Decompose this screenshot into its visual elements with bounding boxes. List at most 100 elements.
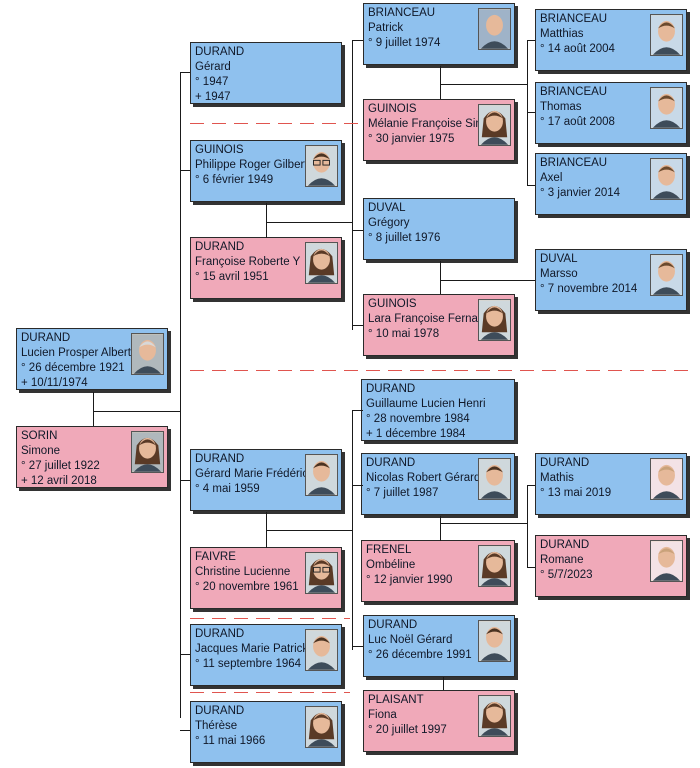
woman-portrait-photo	[478, 104, 511, 146]
person-surname: BRIANCEAU	[368, 7, 436, 19]
person-surname: DUVAL	[368, 202, 406, 214]
person-surname: BRIANCEAU	[540, 86, 608, 98]
connector-line	[93, 411, 181, 412]
person-surname: SORIN	[21, 430, 58, 442]
person-surname: DURAND	[195, 46, 245, 58]
boy-portrait-photo	[650, 14, 683, 56]
connector-line	[352, 410, 363, 411]
man-glasses-portrait-photo	[305, 145, 338, 187]
generation-separator	[190, 692, 350, 693]
young-woman-portrait-photo	[478, 695, 511, 737]
person-died: + 10/11/1974	[21, 377, 88, 389]
person-surname: BRIANCEAU	[540, 157, 608, 169]
baby-portrait-photo	[650, 540, 683, 582]
boy-portrait-photo	[650, 87, 683, 129]
person-born: ° 8 juillet 1976	[368, 232, 441, 244]
person-born: ° 3 janvier 2014	[540, 187, 621, 199]
connector-line	[352, 325, 363, 326]
connector-line	[527, 112, 535, 113]
young-man-portrait-photo	[478, 458, 511, 500]
person-given: Romane	[540, 554, 584, 566]
child-portrait-photo	[650, 158, 683, 200]
children-bracket	[527, 485, 528, 567]
person-born: ° 11 septembre 1964	[195, 658, 302, 670]
person-given: Matthias	[540, 28, 584, 40]
person-born: ° 20 juillet 1997	[368, 724, 447, 736]
person-surname: GUINOIS	[195, 144, 244, 156]
person-born: ° 15 avril 1951	[195, 271, 269, 283]
person-surname: DURAND	[540, 539, 590, 551]
person-born: ° 1947	[195, 76, 229, 88]
couple-link	[440, 261, 441, 294]
person-given: Lara Françoise Fernan	[368, 313, 485, 325]
connector-line	[180, 730, 190, 731]
connector-line	[266, 530, 352, 531]
couple-link	[93, 392, 94, 426]
connector-line	[180, 654, 190, 655]
person-surname: DURAND	[540, 457, 590, 469]
person-surname: BRIANCEAU	[540, 13, 608, 25]
couple-link	[440, 516, 441, 541]
connector-line	[527, 485, 535, 486]
connector-line	[440, 84, 528, 85]
person-surname: DURAND	[366, 383, 416, 395]
connector-line	[527, 40, 535, 41]
person-card-mathis[interactable]: DURAND Mathis ° 13 mai 2019	[535, 453, 687, 515]
couple-link	[440, 66, 441, 99]
person-given: Mathis	[540, 472, 574, 484]
young-woman-portrait-photo	[478, 299, 511, 341]
person-surname: DURAND	[195, 705, 245, 717]
person-born: ° 13 mai 2019	[540, 487, 612, 499]
person-surname: DURAND	[368, 619, 418, 631]
person-card-romane[interactable]: DURAND Romane ° 5/7/2023	[535, 535, 687, 597]
person-surname: GUINOIS	[368, 103, 417, 115]
children-bracket	[352, 410, 353, 650]
connector-line	[352, 40, 363, 41]
person-given: Gérard	[195, 61, 231, 73]
bald-man-portrait-photo	[478, 8, 511, 50]
person-surname: DURAND	[366, 457, 416, 469]
person-born: ° 5/7/2023	[540, 569, 593, 581]
connector-line	[352, 646, 363, 647]
person-born: ° 7 novembre 2014	[540, 283, 638, 295]
person-given: Mélanie Françoise Sim	[368, 118, 485, 130]
person-surname: FAIVRE	[195, 551, 236, 563]
connector-line	[180, 170, 190, 171]
person-given: Nicolas Robert Gérard	[366, 472, 481, 484]
